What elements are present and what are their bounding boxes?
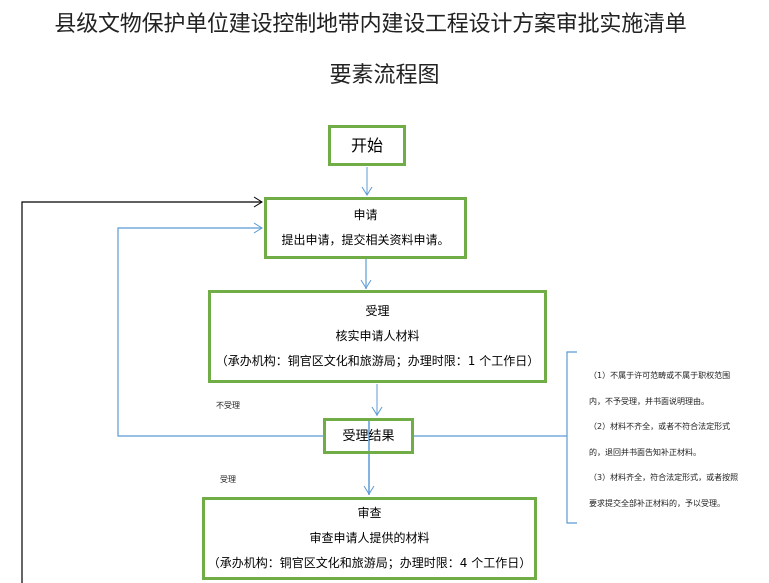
arrowhead	[361, 186, 373, 196]
result-note-line: （2）材料不齐全，或者不符合法定形式	[589, 422, 731, 431]
node-accept: 受理 核实申请人材料 （承办机构：铜官区文化和旅游局；办理时限：1 个工作日）	[208, 290, 547, 383]
result-notes: （1）不属于许可范畴或不属于职权范围 内，不予受理，并书面说明理由。 （2）材料…	[589, 363, 769, 516]
arrowhead	[371, 406, 383, 416]
outer-loop-black	[21, 201, 262, 583]
node-result: 受理结果	[323, 418, 414, 454]
edge-label-not-accepted: 不受理	[216, 401, 240, 410]
arrowhead	[253, 222, 263, 234]
result-note-line: 内，不予受理，并书面说明理由。	[589, 396, 709, 406]
arrowhead	[360, 279, 372, 289]
result-note-line: （1）不属于许可范畴或不属于职权范围	[589, 371, 731, 380]
node-apply-title: 申请	[353, 208, 378, 222]
result-note-line: 要求提交全部补正材料的，予以受理。	[589, 498, 725, 508]
node-review-note: （承办机构：铜官区文化和旅游局；办理时限：4 个工作日）	[207, 556, 532, 570]
arrowhead	[363, 485, 375, 495]
result-note-line: 的，退回并书面告知补正材料。	[589, 447, 701, 457]
node-accept-title: 受理	[365, 304, 390, 318]
node-review-desc: 审查申请人提供的材料	[309, 531, 430, 545]
node-result-label: 受理结果	[342, 428, 395, 444]
note-bracket	[566, 351, 577, 524]
node-apply-desc: 提出申请，提交相关资料申请。	[281, 233, 450, 247]
node-start: 开始	[328, 125, 406, 166]
arrowhead	[253, 196, 263, 208]
node-apply: 申请 提出申请，提交相关资料申请。	[264, 197, 467, 259]
node-accept-note: （承办机构：铜官区文化和旅游局；办理时限：1 个工作日）	[215, 354, 540, 368]
node-review: 审查 审查申请人提供的材料 （承办机构：铜官区文化和旅游局；办理时限：4 个工作…	[202, 497, 537, 580]
edge-label-accepted: 受理	[220, 475, 236, 484]
node-accept-desc: 核实申请人材料	[335, 329, 420, 343]
page-title: 县级文物保护单位建设控制地带内建设工程设计方案审批实施清单	[54, 12, 687, 37]
loop-not-accepted	[117, 227, 323, 437]
node-review-title: 审查	[357, 506, 382, 520]
page-subtitle: 要素流程图	[329, 63, 440, 88]
result-note-line: （3）材料齐全，符合法定形式，或者按照	[589, 473, 739, 482]
node-start-label: 开始	[350, 136, 383, 155]
